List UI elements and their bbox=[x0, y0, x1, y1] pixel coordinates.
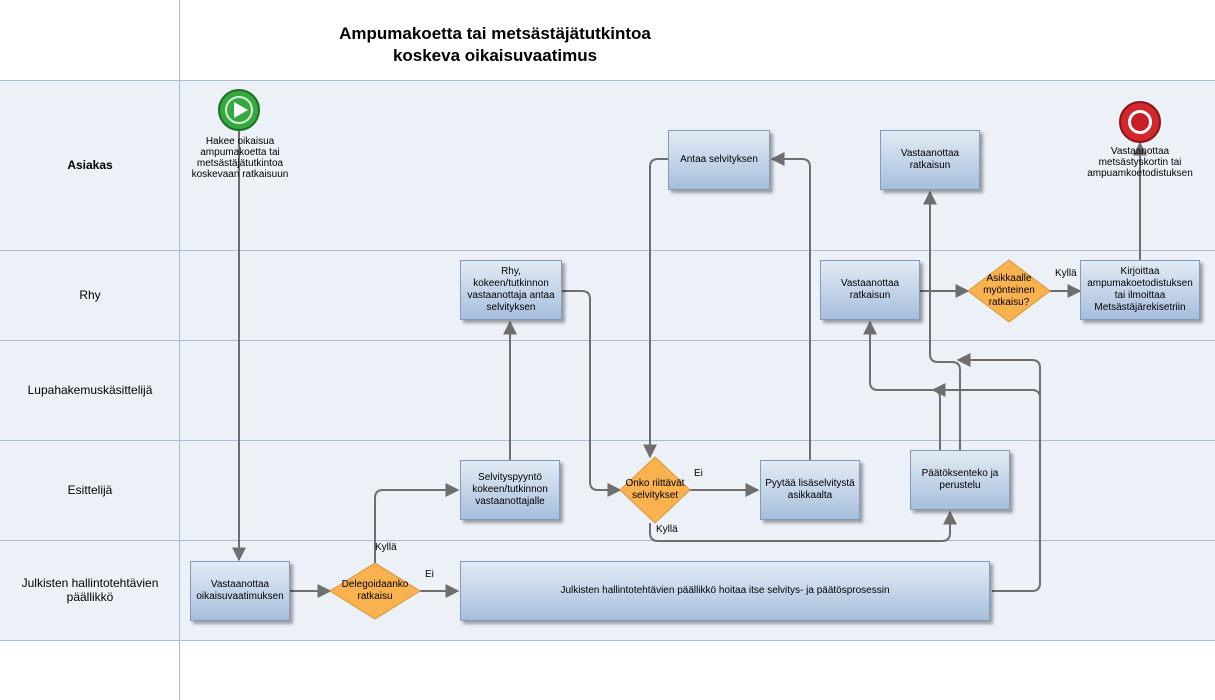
title-line-1: Ampumakoetta tai metsästäjätutkintoa bbox=[339, 24, 651, 43]
start-event-label: Hakee oikaisua ampumakoetta tai metsästä… bbox=[191, 136, 289, 180]
task-asiakas-vastaanottaa-ratkaisun[interactable]: Vastaanottaa ratkaisun bbox=[880, 130, 980, 190]
play-icon bbox=[234, 102, 248, 118]
flow-label-ei-onko: Ei bbox=[694, 468, 703, 479]
gateway-asikkaalle bbox=[967, 259, 1051, 323]
task-vastaanottaa-oikaisuvaatimuksen[interactable]: Vastaanottaa oikaisuvaatimuksen bbox=[190, 561, 290, 621]
task-paatoksenteko[interactable]: Päätöksenteko ja perustelu bbox=[910, 450, 1010, 510]
flow-paallikko-hoitaa-to-paatoksenteko bbox=[931, 383, 1041, 592]
gateway-onko-label: Onko riittävät selvitykset bbox=[625, 478, 685, 501]
flow-rhy-to-onko bbox=[562, 290, 622, 497]
gateway-asikkaalle-label: Asikkaalle myönteinen ratkaisu? bbox=[983, 273, 1035, 308]
lane-label-lupahakemuskasittelija: Lupahakemuskäsittelijä bbox=[27, 383, 153, 397]
gateway-onko bbox=[619, 456, 691, 524]
lane-label-rhy: Rhy bbox=[79, 288, 101, 302]
lane-asiakas bbox=[0, 80, 1215, 250]
lane-label-asiakas: Asiakas bbox=[67, 158, 113, 172]
flow-delegoidaanko-kylla bbox=[374, 483, 460, 563]
task-paallikko-hoitaa[interactable]: Julkisten hallintotehtävien päällikkö ho… bbox=[460, 561, 990, 621]
flow-label-kylla-onko: Kyllä bbox=[656, 524, 678, 535]
flow-paatoksenteko-to-asiakas-vastaanottaa bbox=[923, 190, 961, 450]
flow-loop-to-paatoksenteko bbox=[956, 353, 1041, 398]
start-event-inner bbox=[225, 96, 253, 124]
lane-label-divider bbox=[179, 0, 180, 700]
task-pyytaa-lisaselvitysta[interactable]: Pyytää lisäselvitystä asikkaalta bbox=[760, 460, 860, 520]
task-rhy-selvitys[interactable]: Rhy, kokeen/tutkinnon vastaanottaja anta… bbox=[460, 260, 562, 320]
task-rhy-vastaanottaa-ratkaisun[interactable]: Vastaanottaa ratkaisun bbox=[820, 260, 920, 320]
footer-lane bbox=[0, 640, 1215, 700]
title-line-2: koskeva oikaisuvaatimus bbox=[392, 46, 598, 65]
flow-antaa-to-onko bbox=[643, 158, 668, 459]
end-event-label: Vastaanottaa metsästyskortin tai ampuamk… bbox=[1087, 146, 1193, 179]
gateway-delegoidaanko-label: Delegoidaanko ratkaisu bbox=[341, 579, 409, 602]
lane-label-paallikko: Julkisten hallintotehtävien päällikkö bbox=[21, 576, 159, 604]
flow-label-kylla-delegoi: Kyllä bbox=[375, 542, 397, 553]
stop-icon bbox=[1131, 113, 1149, 131]
flow-pyytaa-to-antaa bbox=[770, 152, 811, 460]
diagram-title: Ampumakoetta tai metsästäjätutkintoa kos… bbox=[290, 23, 700, 67]
task-selvityspyynto[interactable]: Selvityspyyntö kokeen/tutkinnon vastaano… bbox=[460, 460, 560, 520]
flow-onko-kylla bbox=[649, 510, 957, 542]
lane-label-esittelija: Esittelijä bbox=[67, 483, 113, 497]
flow-label-ei-delegoi: Ei bbox=[425, 569, 434, 580]
task-kirjoittaa-todistuksen[interactable]: Kirjoittaa ampumakoetodistuksen tai ilmo… bbox=[1080, 260, 1200, 320]
flow-label-kylla-asikkaalle: Kyllä bbox=[1055, 268, 1077, 279]
flow-paatoksenteko-to-rhy-vastaanottaa bbox=[863, 320, 941, 450]
task-antaa-selvityksen[interactable]: Antaa selvityksen bbox=[668, 130, 770, 190]
gateway-delegoidaanko bbox=[329, 562, 421, 620]
